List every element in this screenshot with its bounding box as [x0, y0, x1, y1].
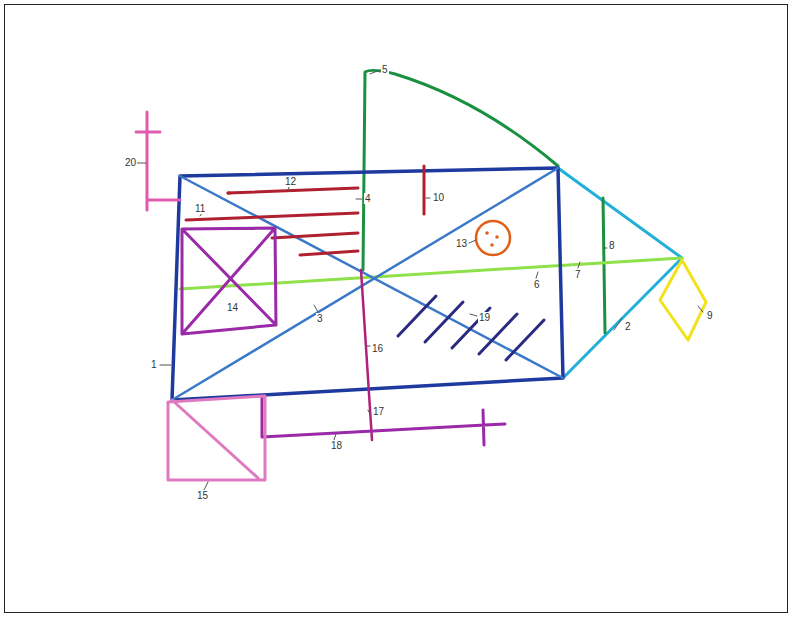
callout-number: 14	[226, 302, 239, 313]
callout-number: 4	[364, 193, 372, 204]
page-border	[4, 4, 788, 613]
callout-number: 2	[624, 321, 632, 332]
hatch-stroke	[425, 302, 463, 342]
callout-number: 8	[608, 240, 616, 251]
callout-number: 17	[372, 406, 385, 417]
callout-number: 13	[455, 238, 468, 249]
hatch-stroke	[506, 320, 544, 360]
callout-number: 5	[381, 64, 389, 75]
callout-number: 12	[284, 176, 297, 187]
callout-number: 10	[432, 192, 445, 203]
callout-number: 1	[150, 359, 158, 370]
callout-number: 18	[330, 440, 343, 451]
callout-number: 7	[574, 269, 582, 280]
callout-number: 16	[371, 343, 384, 354]
callout-number: 9	[706, 310, 714, 321]
callout-number: 15	[196, 490, 209, 501]
callout-number: 20	[124, 157, 137, 168]
callout-number: 19	[478, 312, 491, 323]
callout-number: 6	[533, 279, 541, 290]
hatch-stroke	[398, 296, 436, 336]
callout-number: 11	[194, 203, 206, 214]
callout-number: 3	[316, 313, 324, 324]
